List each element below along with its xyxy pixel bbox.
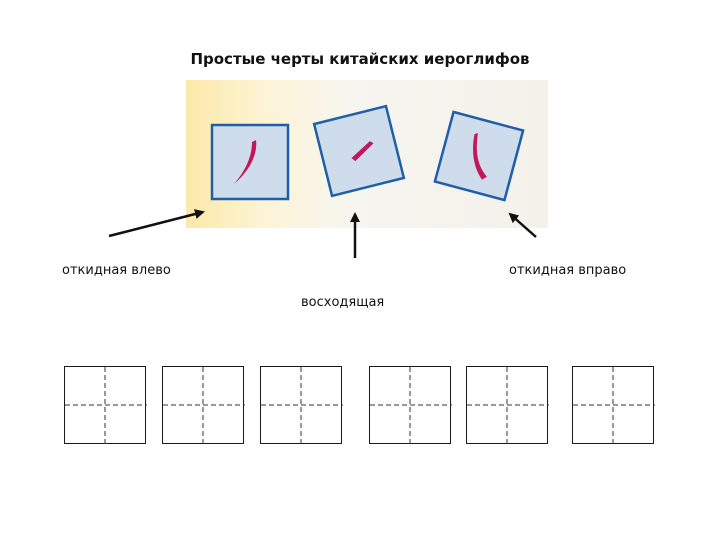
label-rising: восходящая (301, 295, 385, 310)
practice-box-guides (573, 367, 655, 445)
stroke-left-falling (234, 140, 257, 184)
card-left-falling (210, 123, 290, 201)
practice-box (369, 366, 452, 445)
page-title: Простые черты китайских иероглифов (190, 50, 530, 68)
practice-box (260, 366, 343, 445)
practice-box (572, 366, 655, 445)
arrow-left (108, 209, 205, 238)
arrow-right (508, 212, 537, 238)
stroke-rising (351, 141, 374, 162)
practice-box-guides (467, 367, 549, 445)
stroke-illustration (186, 80, 548, 228)
practice-box-guides (65, 367, 147, 445)
card-rising (312, 104, 406, 198)
stroke-right-falling (473, 132, 487, 180)
practice-box-guides (261, 367, 343, 445)
practice-box (466, 366, 549, 445)
practice-box (162, 366, 245, 445)
practice-box (64, 366, 147, 445)
practice-box-guides (370, 367, 452, 445)
card-right-falling (433, 110, 525, 202)
label-right-falling: откидная вправо (509, 263, 627, 278)
practice-box-guides (163, 367, 245, 445)
label-left-falling: откидная влево (62, 263, 171, 278)
